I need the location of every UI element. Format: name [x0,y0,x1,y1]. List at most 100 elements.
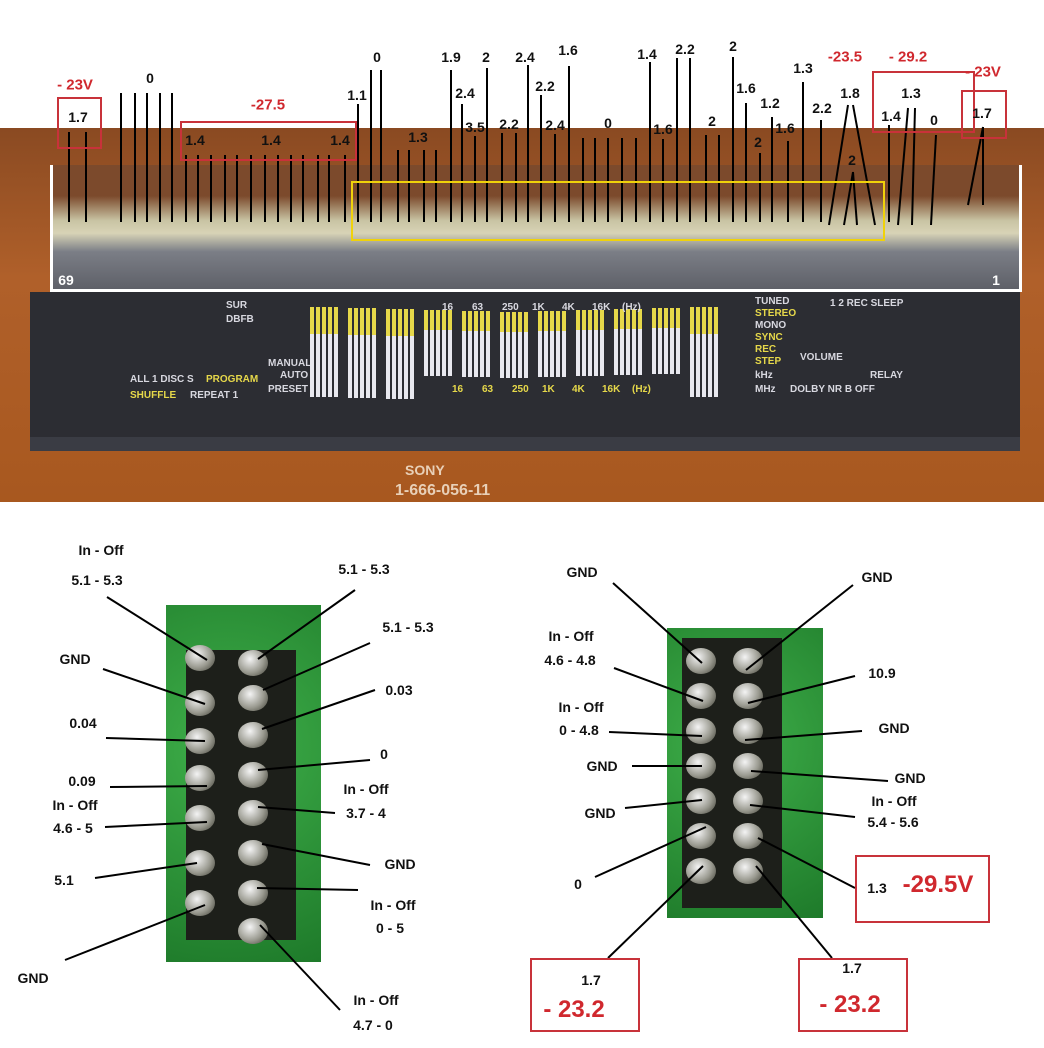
spectrum-bar [538,311,568,377]
box-voltage: -29.5V [902,871,974,898]
spectrum-bar [348,308,378,398]
solder-pin [686,858,716,884]
box-value: 1.7 [842,960,862,976]
pin-voltage-label: 1.6 [558,42,578,58]
leader-line [852,104,876,226]
vfd-indicator: SUR [226,300,248,311]
pin-voltage-label: 0 [604,115,612,131]
leader-line [262,642,371,691]
pin-voltage-label: 1.7 [972,105,992,121]
leader-line [852,171,858,226]
left-header-label: 3.7 - 4 [346,805,386,821]
left-header-label: 5.1 - 5.3 [382,619,434,635]
board-part-number: 1-666-056-11 [395,482,491,499]
pin-voltage-label: 1.6 [653,121,673,137]
pin-voltage-label: 1.4 [637,46,657,62]
leader-line [843,171,854,226]
pin-voltage-label: 0 [146,70,154,86]
right-header-label: In - Off [558,699,604,715]
pin-voltage-label: 1.1 [347,87,367,103]
vfd-indicator: PROGRAM [206,374,259,385]
leader-line [755,865,833,959]
spectrum-bar [652,308,682,374]
left-header-label: 5.1 - 5.3 [71,572,123,588]
left-header-label: 0.03 [385,682,413,698]
pin-voltage-label: 2 [708,113,716,129]
pin-number-label: 1 [992,272,1000,288]
right-header-label: GND [586,758,618,774]
left-header-label: In - Off [78,542,124,558]
eq-band-bottom: 63 [482,384,494,395]
right-header-label: In - Off [871,793,917,809]
board-brand: SONY [405,462,445,478]
pin-voltage-label: 2.2 [535,78,555,94]
pin-voltage-label: 3.5 [465,119,485,135]
solder-pin [185,805,215,831]
leader-line [607,865,704,959]
leader-line [106,596,208,661]
spectrum-bar [614,309,644,375]
solder-pin [733,788,763,814]
leader-line [261,689,376,730]
left-header-label: 0.09 [68,773,96,789]
right-header-label: 5.4 - 5.6 [867,814,919,830]
left-header-label: 0 - 5 [375,920,405,936]
pin-voltage-label: 2.2 [812,100,832,116]
leader-line [930,134,937,226]
vfd-indicator: 1 2 REC SLEEP [830,298,904,309]
solder-pin [733,683,763,709]
solder-pin [238,800,268,826]
leader-line [257,759,371,771]
left-header-label: 5.1 [54,872,74,888]
leader-line [757,837,856,889]
left-header-label: In - Off [353,992,399,1008]
left-header-label: 0.04 [69,715,97,731]
solder-pin [733,858,763,884]
highlight-box [351,181,885,241]
left-header-label: 0 [380,746,388,762]
solder-pin [733,753,763,779]
pin-voltage-label: 1.6 [736,80,756,96]
rail-voltage-label: -27.5 [250,96,286,114]
spectrum-bar [462,311,492,377]
vfd-indicator: DOLBY NR B OFF [790,384,875,395]
box-voltage: - 23.2 [543,996,605,1023]
box-voltage: - 23.2 [819,991,881,1018]
left-header-label: 4.7 - 0 [353,1017,393,1033]
leader-line [612,582,703,664]
leader-line [897,107,909,226]
vfd-indicator: STEREO [755,308,797,319]
pin-voltage-label: 2 [848,152,856,168]
right-header-label: 4.6 - 4.8 [544,652,596,668]
pin-voltage-label: 1.6 [775,120,795,136]
vfd-indicator: kHz [755,370,773,381]
vfd-indicator: SYNC [755,332,783,343]
right-header-label: GND [566,564,598,580]
leader-line [94,862,198,879]
leader-line [624,799,703,809]
right-header-label: 0 - 4.8 [559,722,599,738]
eq-band-bottom: 1K [542,384,555,395]
vfd-indicator: RELAY [870,370,903,381]
pin-voltage-label: 1.4 [881,108,901,124]
left-header-label: GND [384,856,416,872]
leader-line [828,104,849,226]
left-header-label: GND [59,651,91,667]
rail-voltage-label: - 23V [57,76,93,94]
pin-box-1 [961,90,1007,139]
leader-line [594,826,707,878]
leader-line [259,924,341,1011]
pin-voltage-label: 2 [729,38,737,54]
spectrum-bar [386,309,416,399]
rail-voltage-label: -23.5 [827,48,863,66]
spectrum-bar [576,310,606,376]
rail-voltage-label: - 23V [965,63,1001,81]
eq-band-bottom: 4K [572,384,585,395]
leader-line [613,667,704,702]
solder-pin [238,722,268,748]
right-header-label: In - Off [548,628,594,644]
leader-line [105,737,206,742]
pin-number-label: 69 [58,272,74,288]
